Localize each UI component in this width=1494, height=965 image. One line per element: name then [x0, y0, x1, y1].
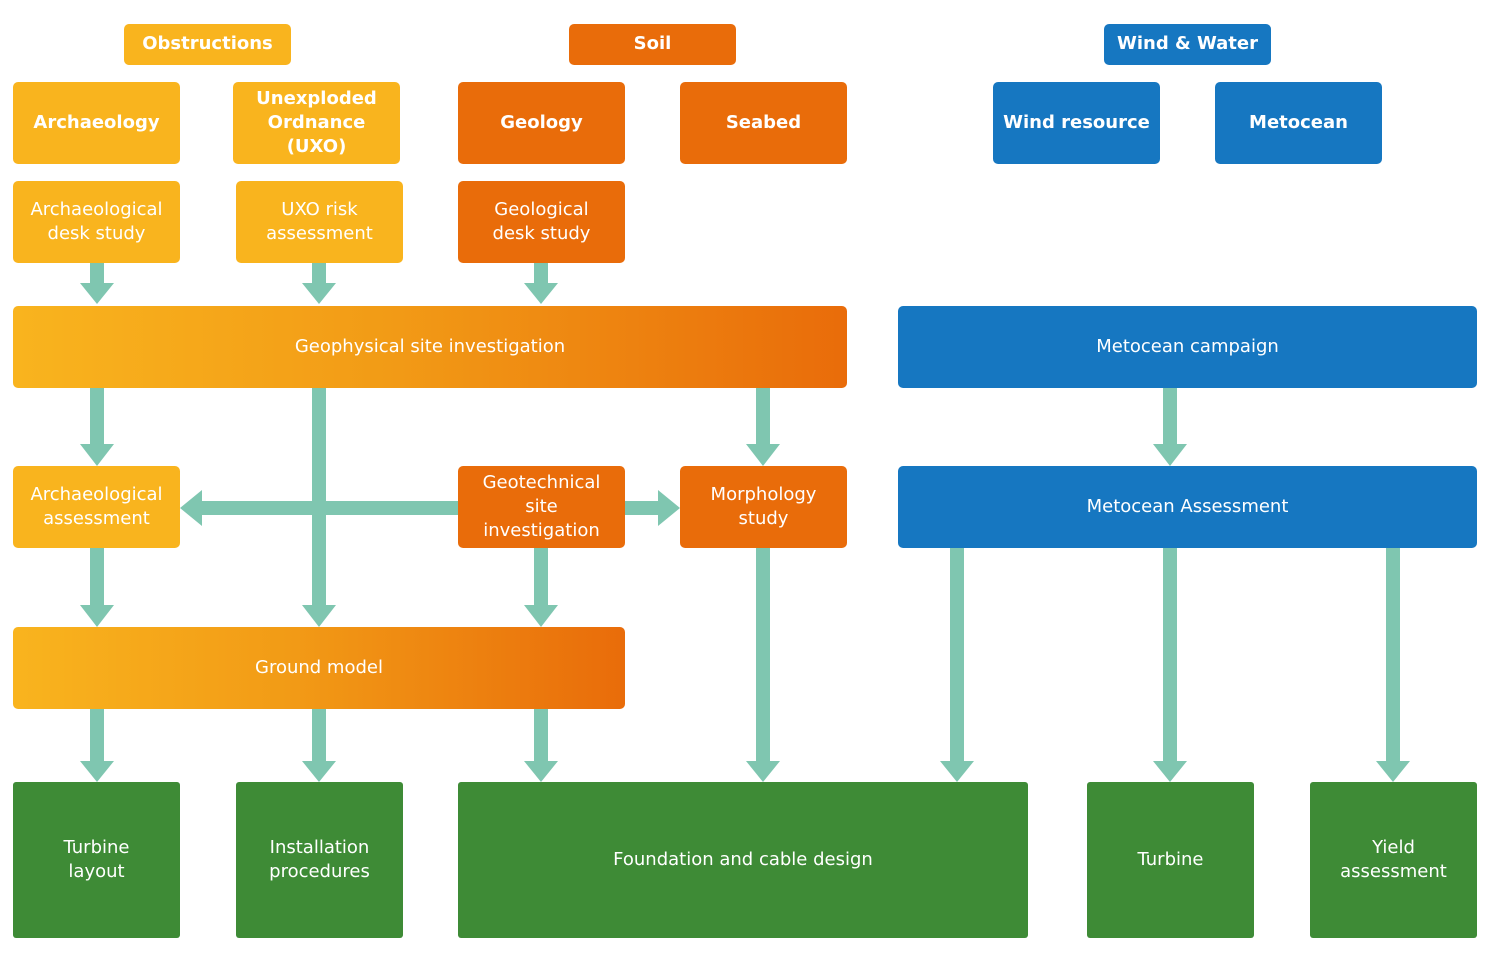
arrow-arch-assessment-to-ground-model — [80, 548, 114, 627]
metocean-campaign: Metocean campaign — [898, 306, 1477, 388]
arrow-metocean-to-foundation — [940, 548, 974, 782]
arrow-campaign-to-assessment — [1153, 388, 1187, 466]
ground-model: Ground model — [13, 627, 625, 709]
category-obstructions: Obstructions — [124, 24, 291, 65]
arrow-geophysical-to-arch-assessment — [80, 388, 114, 466]
arrow-metocean-to-turbine — [1153, 548, 1187, 782]
output-turbine: Turbine — [1087, 782, 1254, 938]
output-installation-procedures: Installation procedures — [236, 782, 403, 938]
arrow-geotechnical-to-arch-assessment — [180, 490, 458, 526]
study-archaeological-desk: Archaeological desk study — [13, 181, 180, 263]
arrow-uxo-risk-to-geophysical — [302, 263, 336, 304]
geotechnical-site-investigation: Geotechnical site investigation — [458, 466, 625, 548]
output-turbine-layout: Turbine layout — [13, 782, 180, 938]
category-wind-water: Wind & Water — [1104, 24, 1271, 65]
topic-uxo: Unexploded Ordnance (UXO) — [233, 82, 400, 164]
archaeological-assessment: Archaeological assessment — [13, 466, 180, 548]
output-yield-assessment: Yield assessment — [1310, 782, 1477, 938]
morphology-study: Morphology study — [680, 466, 847, 548]
arrow-geotechnical-to-morphology — [625, 490, 680, 526]
arrow-ground-model-to-foundation — [524, 709, 558, 782]
study-geological-desk: Geological desk study — [458, 181, 625, 263]
topic-seabed: Seabed — [680, 82, 847, 164]
arrow-ground-model-to-installation — [302, 709, 336, 782]
arrow-metocean-to-yield — [1376, 548, 1410, 782]
topic-geology: Geology — [458, 82, 625, 164]
arrow-ground-model-to-turbine-layout — [80, 709, 114, 782]
geophysical-site-investigation: Geophysical site investigation — [13, 306, 847, 388]
topic-wind-resource: Wind resource — [993, 82, 1160, 164]
study-uxo-risk: UXO risk assessment — [236, 181, 403, 263]
arrow-geotechnical-to-ground-model — [524, 548, 558, 627]
topic-metocean: Metocean — [1215, 82, 1382, 164]
arrow-geophysical-to-ground-model — [302, 388, 336, 627]
arrow-geo-desk-to-geophysical — [524, 263, 558, 304]
arrow-geophysical-to-morphology — [746, 388, 780, 466]
output-foundation-cable-design: Foundation and cable design — [458, 782, 1028, 938]
arrow-arch-desk-to-geophysical — [80, 263, 114, 304]
metocean-assessment: Metocean Assessment — [898, 466, 1477, 548]
category-soil: Soil — [569, 24, 736, 65]
topic-archaeology: Archaeology — [13, 82, 180, 164]
arrow-morphology-to-foundation — [746, 548, 780, 782]
